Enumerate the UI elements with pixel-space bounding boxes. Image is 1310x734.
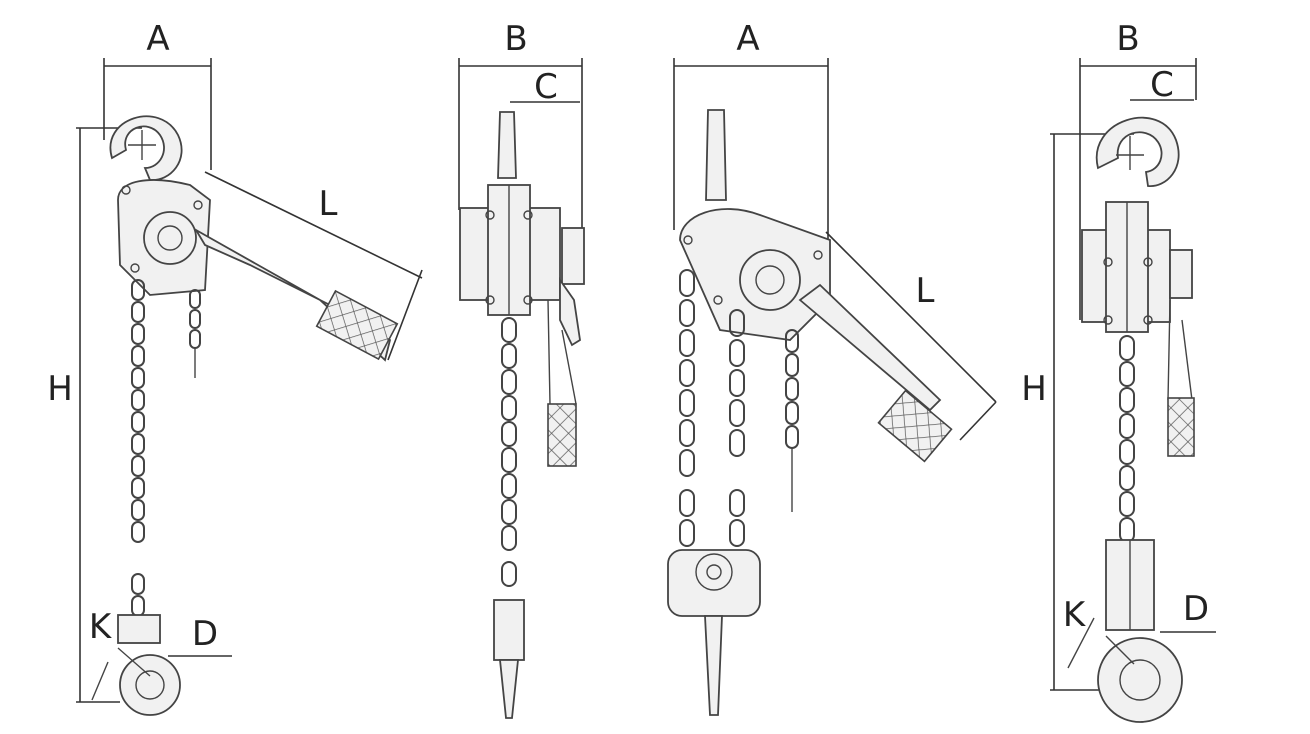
dimension-label-a: A [146,19,169,59]
view-4-front-double-fall: B C H [1021,19,1216,723]
slack-chain [189,289,201,378]
view-3-side-double-fall: A L [667,19,997,716]
dimension-label-a: A [736,19,759,59]
dimension-label-k: K [89,607,113,647]
dimension-label-h: H [1021,369,1047,409]
bottom-hook [91,614,181,716]
dimension-label-h: H [47,369,73,409]
lever-handle [193,227,399,362]
dimension-label-c: C [1150,65,1174,105]
dimension-label-d: D [192,614,218,654]
top-hook [109,115,183,181]
dimension-label-d: D [1183,589,1209,629]
load-chain [131,279,145,617]
dimension-label-c: C [534,67,558,107]
hoist-body [117,179,211,296]
dimension-label-l: L [916,271,935,311]
dimension-label-b: B [504,19,527,59]
dimension-label-k: K [1063,595,1087,635]
view-2-front-single-fall: B C [458,19,585,719]
dimension-label-l: L [319,184,338,224]
dimension-label-b: B [1116,19,1139,59]
view-1-side-single-fall: A H L [47,19,423,716]
